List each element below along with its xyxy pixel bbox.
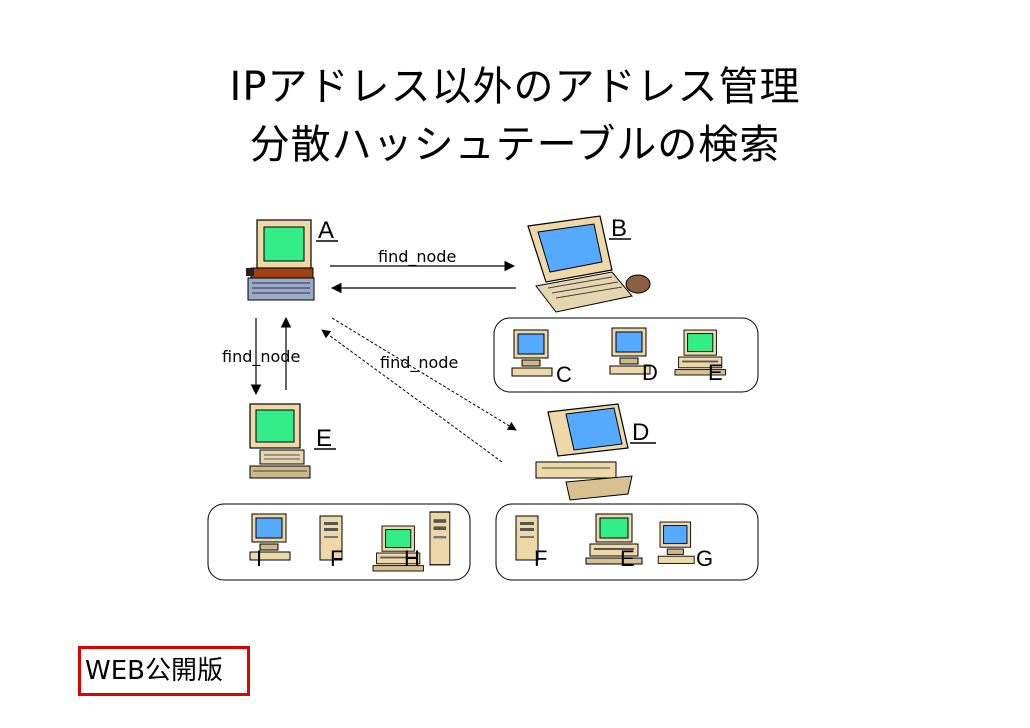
peer-d-1: F xyxy=(534,546,547,571)
peer-h-tower-icon xyxy=(429,511,451,566)
peer-d-2: E xyxy=(620,546,635,571)
edge-label-a-b: find_node xyxy=(378,247,456,267)
desktop-computer-icon xyxy=(535,403,633,501)
node-d-label: D xyxy=(632,419,649,446)
peer-b-2: D xyxy=(642,360,658,385)
peer-b-3: E xyxy=(708,360,723,385)
peer-e-1: I xyxy=(256,546,262,571)
node-a-label: A xyxy=(318,217,334,244)
node-b-label: B xyxy=(611,215,627,242)
notebook-computer-icon xyxy=(527,215,651,313)
peer-e-2: F xyxy=(330,546,343,571)
peer-e-3: H xyxy=(404,546,420,571)
arrow-a-to-d xyxy=(331,317,517,431)
edge-label-a-d: find_node xyxy=(380,353,458,373)
peer-d-3: G xyxy=(696,546,713,571)
title-line-1: IPアドレス以外のアドレス管理 xyxy=(229,64,801,110)
laptop-computer-icon xyxy=(246,219,315,301)
edge-label-a-e: find_node xyxy=(222,347,300,367)
arrow-d-to-a xyxy=(321,329,503,463)
peer-b-1: C xyxy=(556,362,572,387)
web-public-badge: WEB公開版 xyxy=(78,646,250,696)
desktop-computer-icon xyxy=(249,403,311,479)
node-e-label: E xyxy=(316,425,332,452)
title-line-2: 分散ハッシュテーブルの検索 xyxy=(249,122,781,168)
peer-g-icon xyxy=(657,521,695,564)
peer-c-icon xyxy=(511,329,553,377)
